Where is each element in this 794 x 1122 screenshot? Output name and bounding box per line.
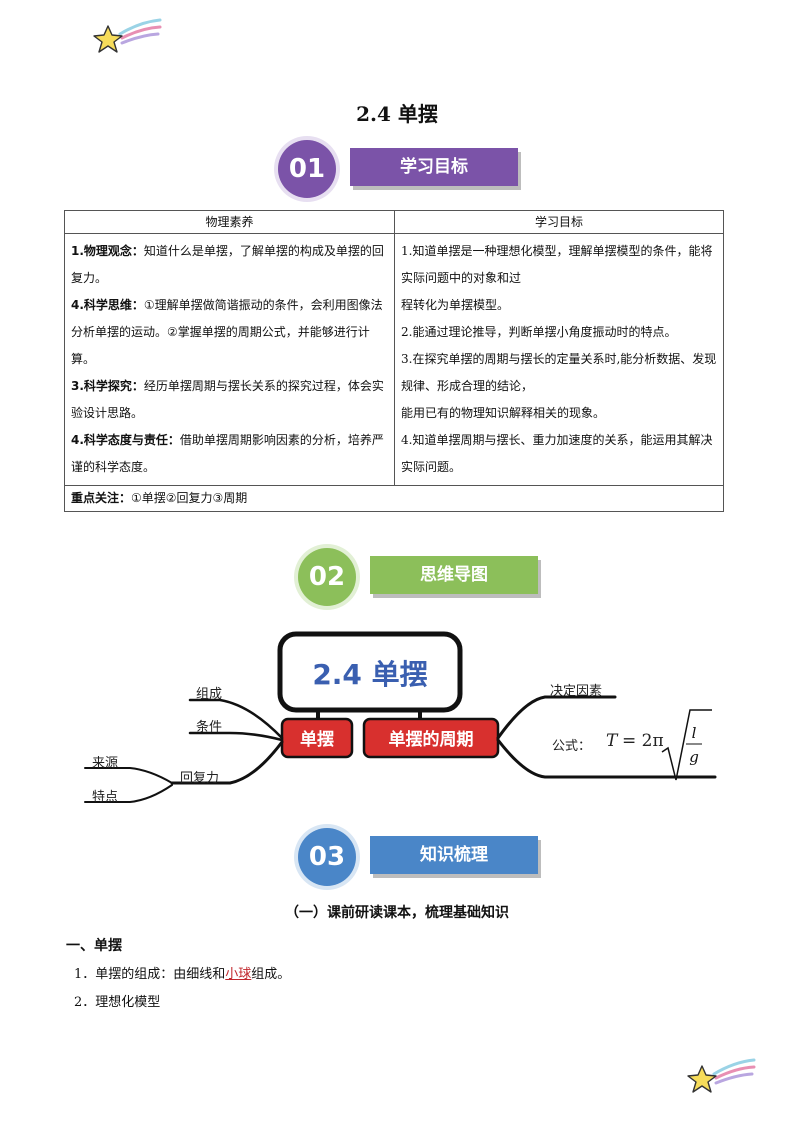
list-item: 2．理想化模型 <box>74 995 161 1010</box>
literacy-item: 4.科学思维：①理解单摆做简谐振动的条件，会利用图像法分析单摆的运动。②掌握单摆… <box>71 298 383 366</box>
learning-goals-table: 物理素养 学习目标 1.物理观念：知道什么是单摆，了解单摆的构成及单摆的回复力。… <box>64 210 724 512</box>
highlight-text: 小球 <box>225 967 252 982</box>
mindmap-branch-restoring-force: 回复力 <box>180 771 220 786</box>
mindmap-node-pendulum-label: 单摆 <box>300 729 334 750</box>
section-number: 02 <box>298 548 356 606</box>
section-number: 03 <box>298 828 356 886</box>
mindmap-formula-label: 公式： <box>552 739 592 754</box>
focus-row: 重点关注：①单摆②回复力③周期 <box>64 485 724 512</box>
formula-denominator: g <box>689 748 699 766</box>
section-label: 学习目标 <box>350 148 518 186</box>
mindmap-branch-feature: 特点 <box>92 790 119 805</box>
literacy-item: 3.科学探究：经历单摆周期与摆长关系的探究过程，体会实验设计思路。 <box>71 379 384 420</box>
star-decoration-icon <box>93 18 162 53</box>
literacy-column: 1.物理观念：知道什么是单摆，了解单摆的构成及单摆的回复力。 4.科学思维：①理… <box>64 233 395 486</box>
mind-map: 2.4 单摆 单摆 单摆的周期 l g <box>84 631 717 803</box>
page-title: 2.4 单摆 <box>356 102 438 126</box>
section-header-mindmap: 02 思维导图 <box>298 548 548 608</box>
subtitle: （一）课前研读课本，梳理基础知识 <box>285 905 509 921</box>
list-item: 1．单摆的组成：由细线和小球组成。 <box>74 967 291 982</box>
goal-line: 4.知道单摆周期与摆长、重力加速度的关系，能运用其解决实际问题。 <box>401 433 713 474</box>
star-decoration-icon <box>687 1058 756 1093</box>
mindmap-node-period-label: 单摆的周期 <box>389 729 474 750</box>
mindmap-branch-factors: 决定因素 <box>550 684 603 699</box>
formula-numerator: l <box>692 724 697 742</box>
table-header-goals: 学习目标 <box>394 210 724 234</box>
section-header-goals: 01 学习目标 <box>278 140 528 200</box>
mindmap-title: 2.4 单摆 <box>312 658 427 691</box>
section-label: 思维导图 <box>370 556 538 594</box>
section-label: 知识梳理 <box>370 836 538 874</box>
goals-column: 1.知道单摆是一种理想化模型，理解单摆模型的条件，能将实际问题中的对象和过 程转… <box>394 233 724 486</box>
section-header-knowledge: 03 知识梳理 <box>298 828 548 888</box>
literacy-item: 4.科学态度与责任：借助单摆周期影响因素的分析，培养严谨的科学态度。 <box>71 433 384 474</box>
section-number: 01 <box>278 140 336 198</box>
goal-line: 2.能通过理论推导，判断单摆小角度振动时的特点。 <box>401 325 677 339</box>
goal-line: 能用已有的物理知识解释相关的现象。 <box>401 406 606 420</box>
heading-pendulum: 一、单摆 <box>66 938 122 954</box>
table-header-literacy: 物理素养 <box>64 210 395 234</box>
literacy-item: 1.物理观念：知道什么是单摆，了解单摆的构成及单摆的回复力。 <box>71 244 384 285</box>
mindmap-branch-composition: 组成 <box>196 687 223 702</box>
formula-equals: = 2π <box>622 731 664 751</box>
goal-line: 1.知道单摆是一种理想化模型，理解单摆模型的条件，能将实际问题中的对象和过 <box>401 244 713 285</box>
goal-line: 3.在探究单摆的周期与摆长的定量关系时,能分析数据、发现规律、形成合理的结论， <box>401 352 717 393</box>
mindmap-branch-source: 来源 <box>92 756 119 771</box>
mindmap-title-box <box>277 631 463 713</box>
goal-line: 程转化为单摆模型。 <box>401 298 510 312</box>
mindmap-branch-condition: 条件 <box>196 720 223 735</box>
formula-T: T <box>606 731 618 751</box>
